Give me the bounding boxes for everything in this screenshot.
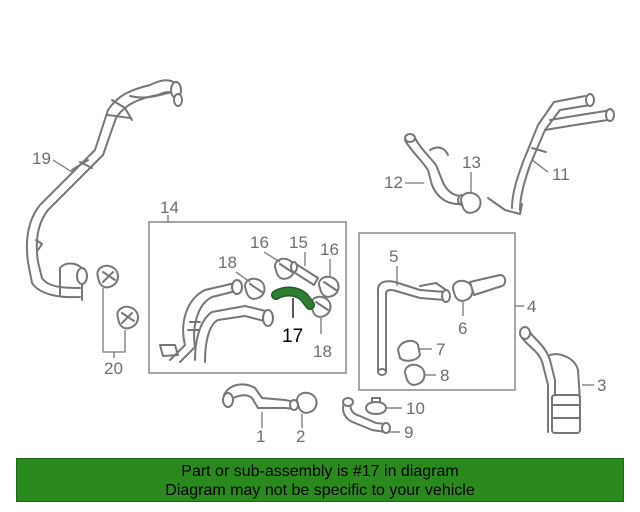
- leader-19: [52, 159, 73, 173]
- callout-18-left: 18: [218, 253, 237, 272]
- assembly-box-4: [358, 232, 516, 391]
- part-17-hose-highlighted[interactable]: [271, 286, 315, 310]
- part-2-clamp[interactable]: [296, 391, 318, 414]
- callout-5: 5: [389, 247, 398, 266]
- callout-7: 7: [436, 340, 445, 359]
- part-notice-banner: Part or sub-assembly is #17 in diagram D…: [16, 458, 624, 502]
- callout-14: 14: [160, 198, 179, 217]
- callout-17: 17: [282, 326, 303, 347]
- callout-11: 11: [552, 165, 570, 184]
- part-19-tube-assembly[interactable]: [25, 79, 183, 301]
- part-6-clamp[interactable]: [452, 274, 507, 302]
- callout-12: 12: [384, 173, 403, 192]
- part-12-hose[interactable]: [404, 133, 467, 206]
- part-13-clamp[interactable]: [460, 191, 482, 214]
- callout-19: 19: [32, 149, 51, 168]
- callout-1: 1: [256, 427, 265, 446]
- part-1-hose[interactable]: [222, 383, 299, 411]
- assembly-box-14: [148, 221, 347, 374]
- callout-18-right: 18: [313, 342, 332, 361]
- part-18a-clamp[interactable]: [244, 277, 266, 300]
- part-5-pipe[interactable]: [377, 280, 451, 376]
- callout-3: 3: [597, 376, 606, 395]
- callout-9: 9: [404, 423, 413, 442]
- callout-10: 10: [406, 399, 425, 418]
- part-7-hose[interactable]: [397, 339, 421, 362]
- part-9-hose[interactable]: [342, 397, 391, 434]
- part-14-hose-assembly[interactable]: [159, 279, 274, 363]
- callout-16-left: 16: [250, 233, 269, 252]
- callout-2: 2: [296, 427, 305, 446]
- part-16b-clamp[interactable]: [318, 275, 340, 298]
- callout-8: 8: [440, 366, 449, 385]
- banner-line-1: Part or sub-assembly is #17 in diagram: [181, 463, 459, 480]
- part-20-clamps[interactable]: [96, 264, 139, 330]
- callout-13: 13: [462, 153, 481, 172]
- part-15-hose[interactable]: [290, 261, 319, 286]
- callout-16-right: 16: [320, 240, 339, 259]
- part-8-clamp[interactable]: [404, 363, 426, 386]
- banner-line-2: Diagram may not be specific to your vehi…: [165, 482, 475, 499]
- part-3-hose-assembly[interactable]: [519, 326, 581, 434]
- part-10-clamp[interactable]: [365, 397, 387, 415]
- callout-15: 15: [289, 233, 308, 252]
- callout-4: 4: [527, 297, 536, 316]
- part-18b-clamp[interactable]: [310, 295, 332, 318]
- part-11-pipe-assembly[interactable]: [487, 93, 615, 215]
- callout-20: 20: [104, 359, 123, 378]
- callout-6: 6: [458, 319, 467, 338]
